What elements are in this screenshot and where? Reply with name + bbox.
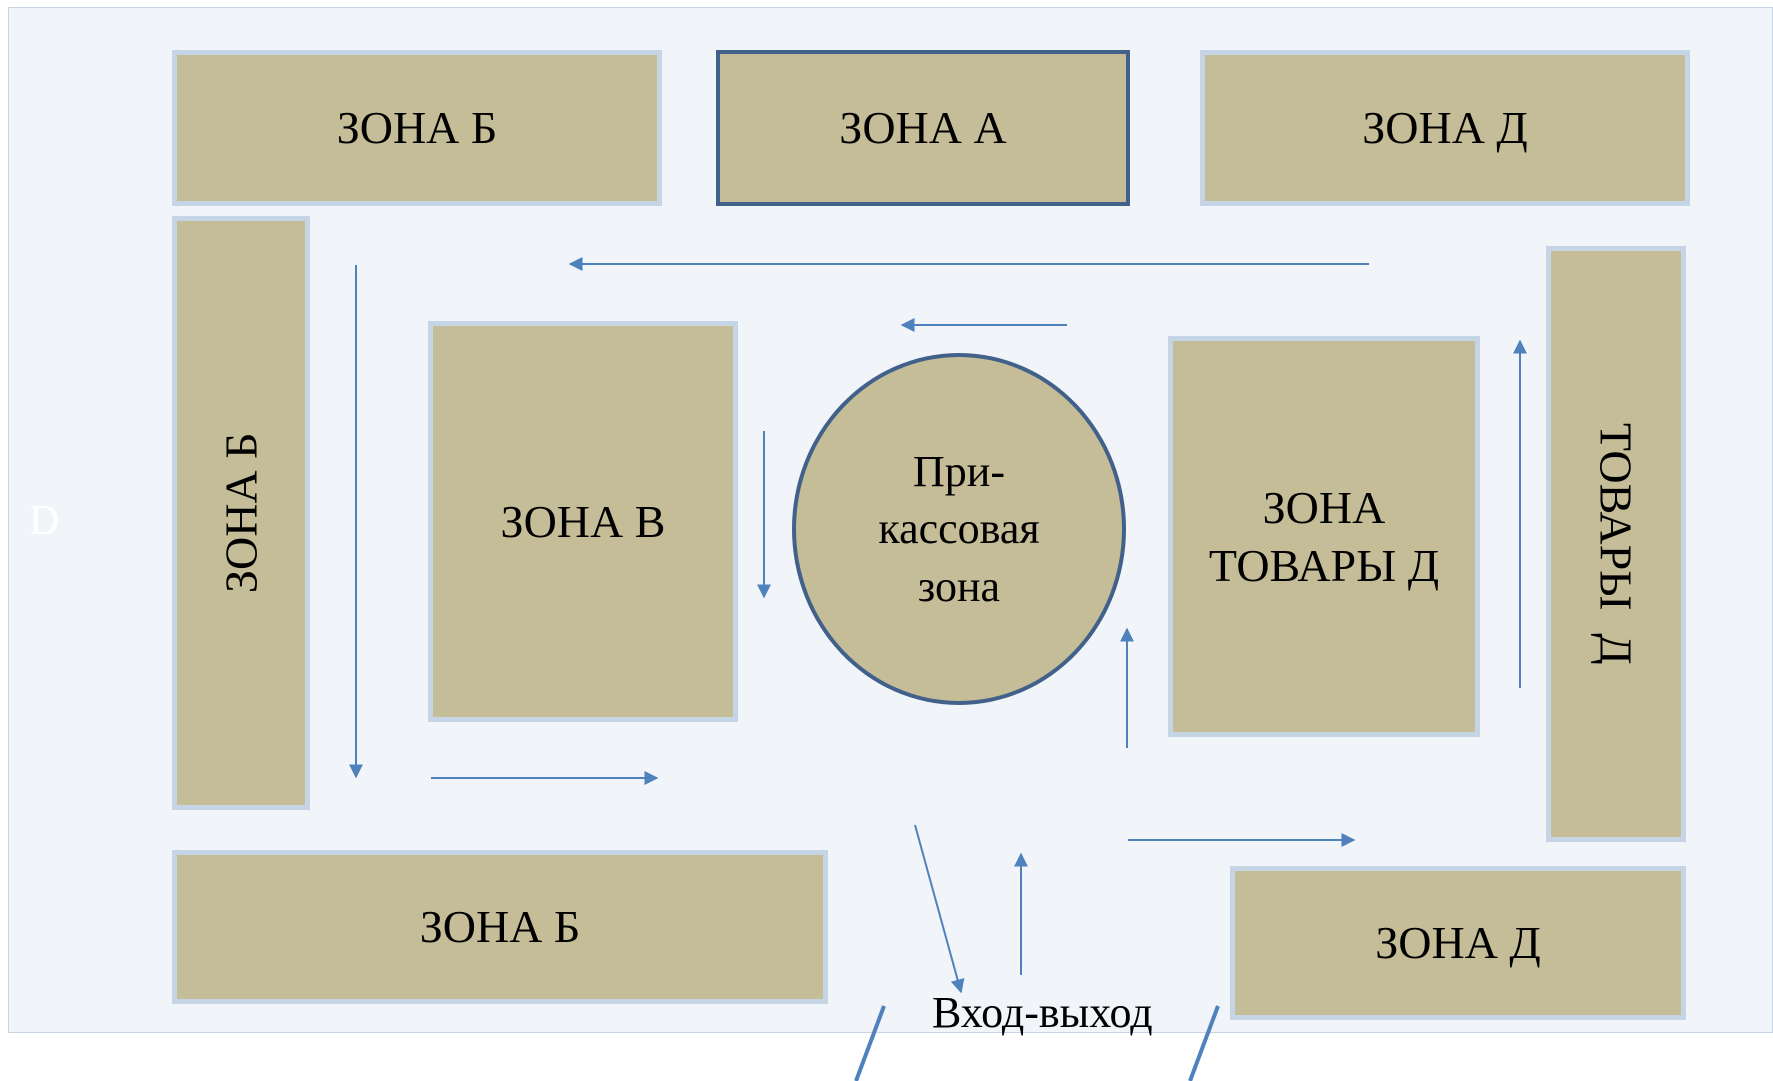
- checkout-label-line1: При-: [913, 447, 1005, 497]
- door-line-right: [1188, 1005, 1220, 1081]
- zone-d-top-right: ЗОНА Д: [1200, 50, 1690, 206]
- zone-d-top-right-label: ЗОНА Д: [1362, 102, 1528, 154]
- zone-goods-d-label-line2: ТОВАРЫ Д: [1208, 539, 1440, 591]
- zone-b-top-left-label: ЗОНА Б: [336, 102, 498, 154]
- zone-v-center-left-label: ЗОНА В: [500, 495, 666, 547]
- checkout-label-line2: кассовая: [878, 504, 1040, 554]
- door-line-left: [854, 1005, 886, 1081]
- zone-goods-d-label-line1: ЗОНА: [1262, 482, 1386, 533]
- arrow-entrance-diagonal-down: [914, 824, 965, 994]
- zone-a-top-center: ЗОНА А: [716, 50, 1130, 206]
- side-marker-label: D: [29, 498, 60, 544]
- zone-b-top-left: ЗОНА Б: [172, 50, 662, 206]
- zone-d-bottom-right: ЗОНА Д: [1230, 866, 1686, 1020]
- zone-v-center-left: ЗОНА В: [428, 321, 738, 722]
- zone-goods-d-right-vertical: ТОВАРЫ Д: [1546, 246, 1686, 842]
- zone-b-bottom-left-label: ЗОНА Б: [419, 901, 581, 953]
- entrance-exit-label: Вход-выход: [932, 988, 1153, 1037]
- checkout-label-line3: зона: [917, 561, 1001, 611]
- checkout-zone: При- кассовая зона: [792, 353, 1126, 705]
- zone-b-bottom-left: ЗОНА Б: [172, 850, 828, 1004]
- zone-d-bottom-right-label: ЗОНА Д: [1375, 917, 1541, 969]
- zone-a-top-center-label: ЗОНА А: [839, 102, 1007, 154]
- zone-goods-d-center-right: ЗОНА ТОВАРЫ Д: [1168, 336, 1480, 737]
- zone-b-left-vertical: ЗОНА Б: [172, 216, 310, 810]
